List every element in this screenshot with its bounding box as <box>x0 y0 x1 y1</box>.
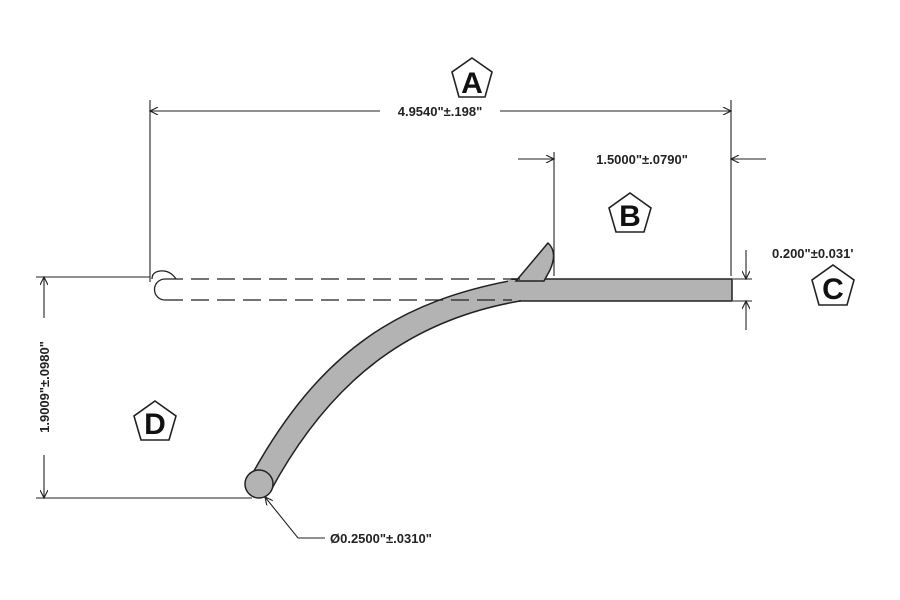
pentagon-d-icon <box>133 400 177 441</box>
callout-a: A <box>451 57 493 100</box>
overall-length-text: 4.9540"±.198" <box>398 104 483 119</box>
callout-d-label: D <box>144 408 166 441</box>
tip-diameter-leader <box>265 497 325 539</box>
straight-length-text: 1.5000"±.0790" <box>596 152 688 167</box>
tip-diameter-text: Ø0.2500"±.0310" <box>330 531 432 546</box>
callout-c-label: C <box>822 273 844 306</box>
callout-d: D <box>133 400 177 441</box>
curved-arm <box>249 278 521 494</box>
drop-height-text: 1.9009"±.0980" <box>37 341 52 433</box>
pentagon-c-icon <box>811 264 855 306</box>
pentagon-a-icon <box>451 57 493 98</box>
callout-b: B <box>608 192 652 233</box>
phantom-profile <box>151 270 520 301</box>
callout-c: C <box>811 264 855 306</box>
thickness-text: 0.200"±0.031' <box>772 246 853 261</box>
callout-a-label: A <box>461 67 483 100</box>
rounded-tip <box>244 469 274 499</box>
seam-cover <box>508 280 522 300</box>
callout-b-label: B <box>619 200 641 233</box>
barb <box>514 241 555 282</box>
straight-shank <box>511 278 733 302</box>
part-body <box>244 241 733 499</box>
pentagon-b-icon <box>608 192 652 233</box>
